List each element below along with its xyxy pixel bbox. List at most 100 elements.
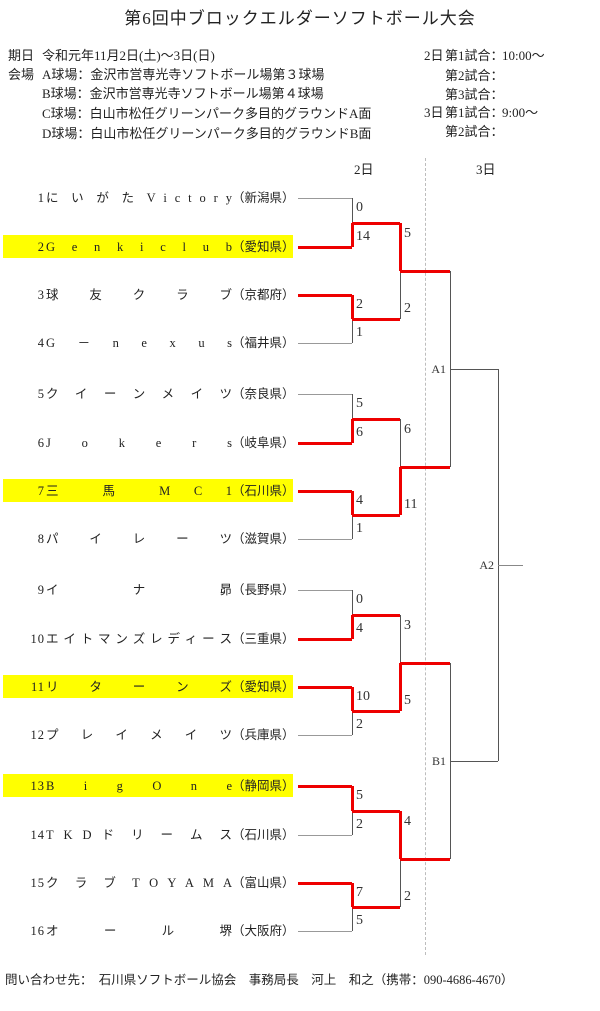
schedule-label: 第2試合： — [445, 124, 504, 139]
winner-line — [352, 710, 400, 713]
winner-line — [351, 615, 354, 639]
score: 2 — [356, 817, 363, 832]
winner-line — [298, 638, 352, 641]
score: 5 — [404, 226, 411, 241]
team-number: 15 — [30, 876, 45, 890]
score: 14 — [356, 229, 370, 244]
venue-line: C球場：白山市松任グリーンパーク多目的グラウンドA面 — [42, 106, 372, 121]
team-name: リ タ ー ン ズ — [46, 680, 232, 694]
team-number: 13 — [30, 779, 45, 793]
team-prefecture: （岐阜県） — [232, 436, 295, 450]
winner-line — [351, 295, 354, 319]
team-prefecture: （大阪府） — [232, 924, 295, 938]
schedule-label: 第2試合： — [445, 68, 504, 83]
team-prefecture: （京都府） — [232, 288, 295, 302]
winner-line — [298, 490, 352, 493]
team-name: に い が た V i c t o r y — [46, 191, 232, 205]
team-name: パ イ レ ー ツ — [46, 532, 232, 546]
team-prefecture: （静岡県） — [232, 779, 295, 793]
winner-line — [399, 467, 402, 515]
winner-line — [399, 811, 402, 859]
team-number: 7 — [37, 484, 45, 498]
schedule-day: 2日 — [424, 48, 444, 63]
bracket-line — [498, 565, 523, 566]
winner-line — [298, 785, 352, 788]
winner-line — [352, 810, 400, 813]
score: 4 — [404, 814, 411, 829]
team-number: 5 — [37, 387, 45, 401]
highlight-band — [3, 479, 293, 502]
team-prefecture: （奈良県） — [232, 387, 295, 401]
team-name: B i g O n e — [46, 779, 232, 793]
schedule-day: 3日 — [424, 105, 444, 120]
team-name: イ ナ 昴 — [46, 583, 232, 597]
team-prefecture: （新潟県） — [232, 191, 295, 205]
team-name: 三 馬 M C 1 — [46, 484, 232, 498]
page-title: 第6回中ブロックエルダーソフトボール大会 — [124, 9, 476, 28]
winner-line — [351, 223, 354, 247]
bracket-line — [298, 735, 352, 736]
team-number: 10 — [30, 632, 45, 646]
venue-line: D球場：白山市松任グリーンパーク多目的グラウンドB面 — [42, 126, 372, 141]
team-prefecture: （三重県） — [232, 632, 295, 646]
score: 11 — [404, 497, 418, 512]
score: 4 — [356, 493, 363, 508]
team-prefecture: （愛知県） — [232, 680, 295, 694]
bracket-line — [298, 590, 352, 591]
schedule-label: 第3試合： — [445, 87, 504, 102]
venue-line: A球場：金沢市営専光寺ソフトボール場第３球場 — [42, 67, 325, 82]
match-label-semifinal-top: A1 — [431, 362, 446, 376]
score: 2 — [404, 889, 411, 904]
highlight-band — [3, 675, 293, 698]
team-number: 11 — [30, 680, 45, 694]
schedule-label: 第1試合： — [445, 105, 504, 120]
winner-line — [352, 614, 400, 617]
team-name: オ ー ル 堺 — [46, 924, 232, 938]
team-number: 1 — [37, 191, 45, 205]
winner-line — [351, 687, 354, 711]
score: 4 — [356, 621, 363, 636]
winner-line — [400, 466, 450, 469]
score: 2 — [356, 717, 363, 732]
bracket-line — [450, 761, 498, 762]
score: 2 — [404, 301, 411, 316]
winner-line — [352, 514, 400, 517]
team-number: 9 — [37, 583, 45, 597]
bracket-line — [298, 343, 352, 344]
match-label-final: A2 — [479, 558, 494, 572]
bracket-day3-header: 3日 — [476, 162, 496, 177]
score: 7 — [356, 885, 363, 900]
score: 3 — [404, 618, 411, 633]
score: 5 — [404, 693, 411, 708]
team-prefecture: （長野県） — [232, 583, 295, 597]
day-separator-line — [425, 158, 426, 955]
team-name: J o k e r s — [46, 436, 232, 450]
winner-line — [298, 882, 352, 885]
winner-line — [352, 318, 400, 321]
team-name: エ イ ト マ ン ズ レ デ ィ ー ス — [46, 632, 232, 646]
winner-line — [298, 246, 352, 249]
team-prefecture: （石川県） — [232, 828, 295, 842]
score: 2 — [356, 297, 363, 312]
team-number: 12 — [30, 728, 45, 742]
team-prefecture: （富山県） — [232, 876, 295, 890]
team-name: 球 友 ク ラ ブ — [46, 288, 232, 302]
contact-footer: 問い合わせ先： 石川県ソフトボール協会 事務局長 河上 和之（携帯：090-46… — [5, 973, 514, 987]
team-name: ク ラ ブ T O Y A M A — [46, 876, 232, 890]
winner-line — [298, 294, 352, 297]
winner-line — [399, 663, 402, 711]
bracket-line — [298, 394, 352, 395]
winner-line — [399, 223, 402, 271]
winner-line — [400, 662, 450, 665]
winner-line — [351, 419, 354, 443]
